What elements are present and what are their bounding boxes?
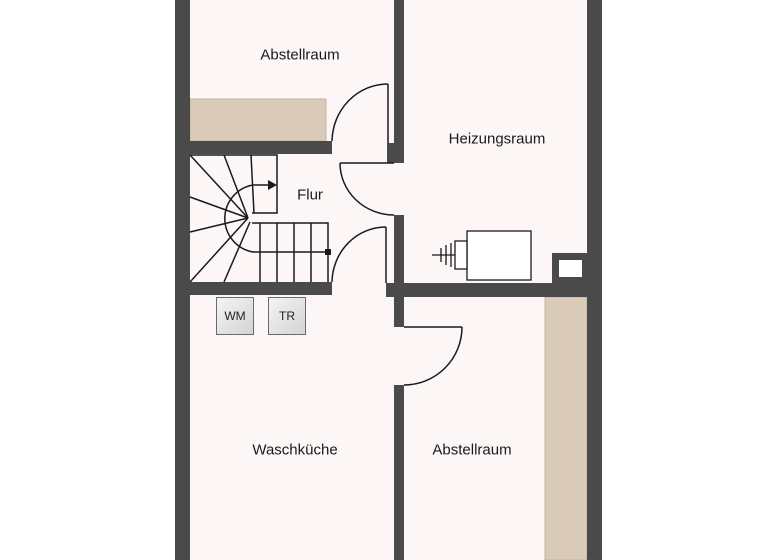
door-heizungsraum[interactable]	[339, 162, 395, 216]
wall-stub-upper	[387, 143, 397, 163]
storage-shelf-top	[189, 98, 327, 142]
wall-inner-middle	[394, 215, 404, 297]
wall-stair-bottom	[190, 282, 332, 295]
door-abstellraum-top[interactable]	[331, 83, 389, 143]
room-label-abstellraum-top: Abstellraum	[260, 46, 340, 64]
boiler-icon	[432, 230, 532, 281]
wall-left	[175, 0, 190, 560]
wall-heiz-bottom	[386, 283, 602, 297]
staircase	[189, 154, 329, 283]
wall-inner-lower	[394, 385, 404, 560]
room-label-waschkueche: Waschküche	[252, 441, 338, 459]
wall-abstell-bottom	[190, 141, 332, 154]
wall-right	[587, 0, 602, 560]
door-abstellraum-bottom[interactable]	[403, 326, 463, 386]
room-label-abstellraum-bottom: Abstellraum	[432, 441, 512, 459]
wall-inner-upper	[394, 0, 404, 163]
stair-start-marker	[325, 249, 331, 255]
stair-direction-arrow-icon	[268, 180, 277, 190]
chimney-flue	[559, 260, 582, 277]
dryer: TR	[268, 297, 306, 335]
wall-inner-lower-stub	[394, 297, 404, 327]
storage-shelf-right	[544, 296, 588, 560]
washing-machine: WM	[216, 297, 254, 335]
room-label-flur: Flur	[297, 186, 323, 204]
room-label-heizungsraum: Heizungsraum	[448, 130, 546, 148]
door-waschkueche[interactable]	[331, 226, 387, 283]
